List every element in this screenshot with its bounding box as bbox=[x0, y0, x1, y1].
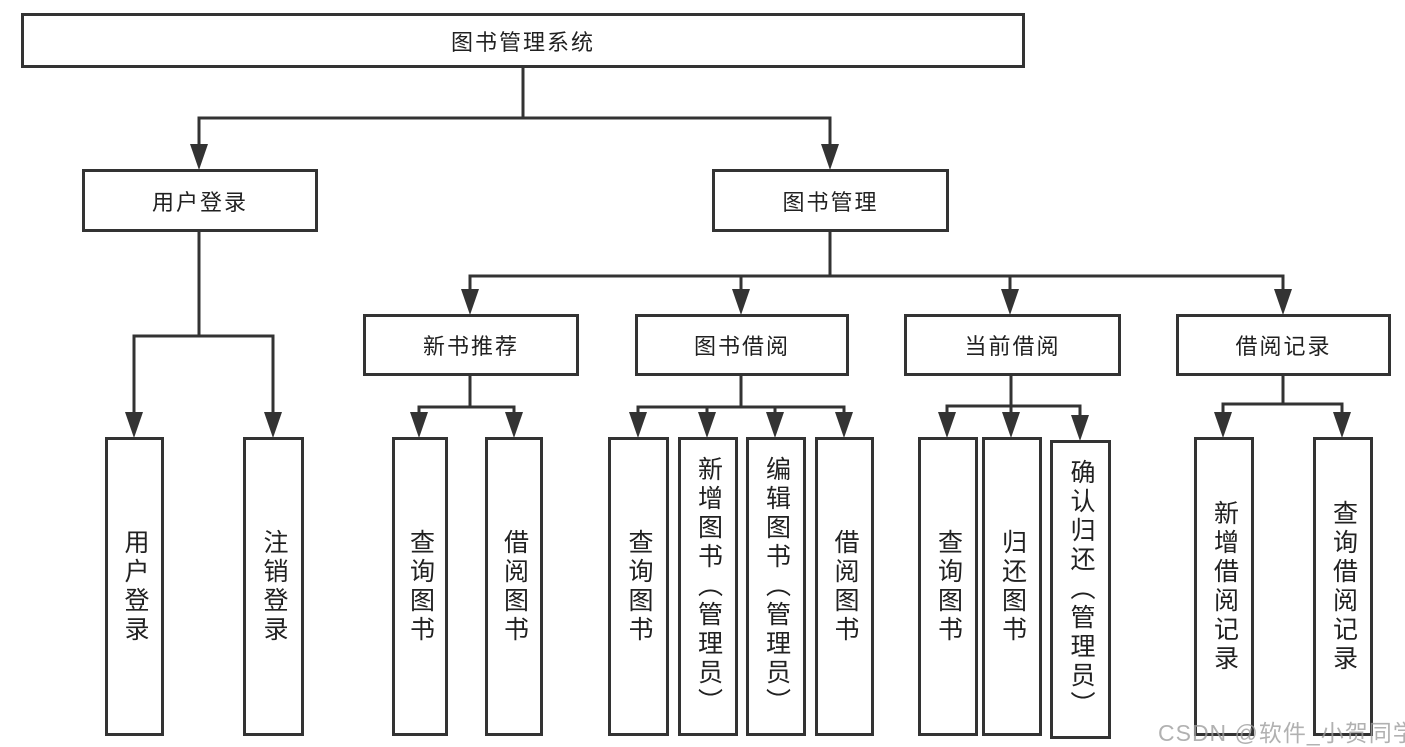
arrowhead-icon bbox=[732, 289, 750, 315]
node-user-login: 用户登录 bbox=[82, 169, 318, 232]
leaf-borrow-books-new: 借阅图书 bbox=[485, 437, 543, 736]
leaf-borrow-books: 借阅图书 bbox=[815, 437, 874, 736]
arrowhead-icon bbox=[1214, 412, 1232, 438]
node-borrow-records: 借阅记录 bbox=[1176, 314, 1391, 376]
leaf-add-book-admin: 新增图书（管理员） bbox=[678, 437, 738, 736]
connector-user-login-to-leaves bbox=[125, 230, 282, 438]
leaf-add-borrow-record: 新增借阅记录 bbox=[1194, 437, 1254, 736]
leaf-edit-book-admin: 编辑图书（管理员） bbox=[746, 437, 806, 736]
connector-book-borrow-to-leaves bbox=[629, 374, 853, 438]
leaf-confirm-return-admin: 确认归还（管理员） bbox=[1050, 440, 1111, 739]
arrowhead-icon bbox=[629, 412, 647, 438]
leaf-return-book: 归还图书 bbox=[982, 437, 1042, 736]
arrowhead-icon bbox=[1071, 415, 1089, 441]
connector-borrow-records-to-leaves bbox=[1214, 374, 1351, 438]
leaf-query-borrow-record: 查询借阅记录 bbox=[1313, 437, 1373, 736]
connector-book-mgmt-to-level3 bbox=[461, 230, 1292, 315]
node-book-management: 图书管理 bbox=[712, 169, 949, 232]
arrowhead-icon bbox=[938, 412, 956, 438]
leaf-logout: 注销登录 bbox=[243, 437, 304, 736]
node-new-book-recommend: 新书推荐 bbox=[363, 314, 579, 376]
arrowhead-icon bbox=[821, 144, 839, 170]
csdn-watermark: CSDN @软件_小贺同学 bbox=[1158, 720, 1405, 746]
arrowhead-icon bbox=[766, 412, 784, 438]
arrowhead-icon bbox=[1001, 289, 1019, 315]
connector-root-to-level2 bbox=[190, 66, 839, 170]
arrowhead-icon bbox=[264, 412, 282, 438]
arrowhead-icon bbox=[1333, 412, 1351, 438]
connector-new-books-to-leaves bbox=[410, 374, 523, 438]
leaf-query-books-borrow: 查询图书 bbox=[608, 437, 669, 736]
leaf-query-books-current: 查询图书 bbox=[918, 437, 978, 736]
arrowhead-icon bbox=[190, 144, 208, 170]
connector-current-borrow-to-leaves bbox=[938, 374, 1089, 441]
arrowhead-icon bbox=[698, 412, 716, 438]
node-current-borrow: 当前借阅 bbox=[904, 314, 1121, 376]
arrowhead-icon bbox=[1002, 412, 1020, 438]
arrowhead-icon bbox=[125, 412, 143, 438]
leaf-user-login: 用户登录 bbox=[105, 437, 164, 736]
arrowhead-icon bbox=[1274, 289, 1292, 315]
arrowhead-icon bbox=[410, 412, 428, 438]
node-system-root: 图书管理系统 bbox=[21, 13, 1025, 68]
leaf-query-books-new: 查询图书 bbox=[392, 437, 448, 736]
arrowhead-icon bbox=[505, 412, 523, 438]
node-book-borrow: 图书借阅 bbox=[635, 314, 849, 376]
arrowhead-icon bbox=[461, 289, 479, 315]
arrowhead-icon bbox=[835, 412, 853, 438]
